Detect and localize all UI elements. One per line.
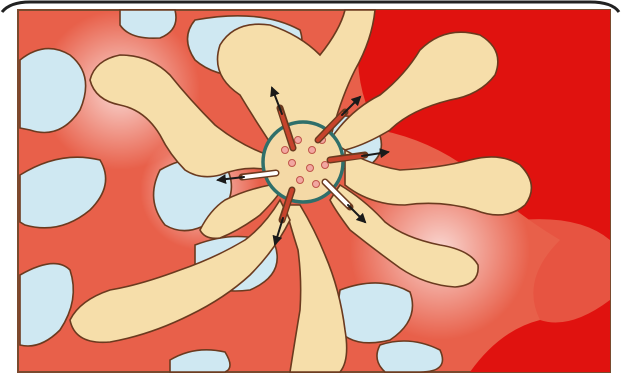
inclusion (289, 160, 296, 167)
inclusion (297, 177, 304, 184)
inclusion (282, 147, 289, 154)
inclusion (313, 181, 320, 188)
inclusion (295, 137, 302, 144)
inclusion (322, 162, 329, 169)
inclusion (309, 147, 316, 154)
inclusion (307, 165, 314, 172)
